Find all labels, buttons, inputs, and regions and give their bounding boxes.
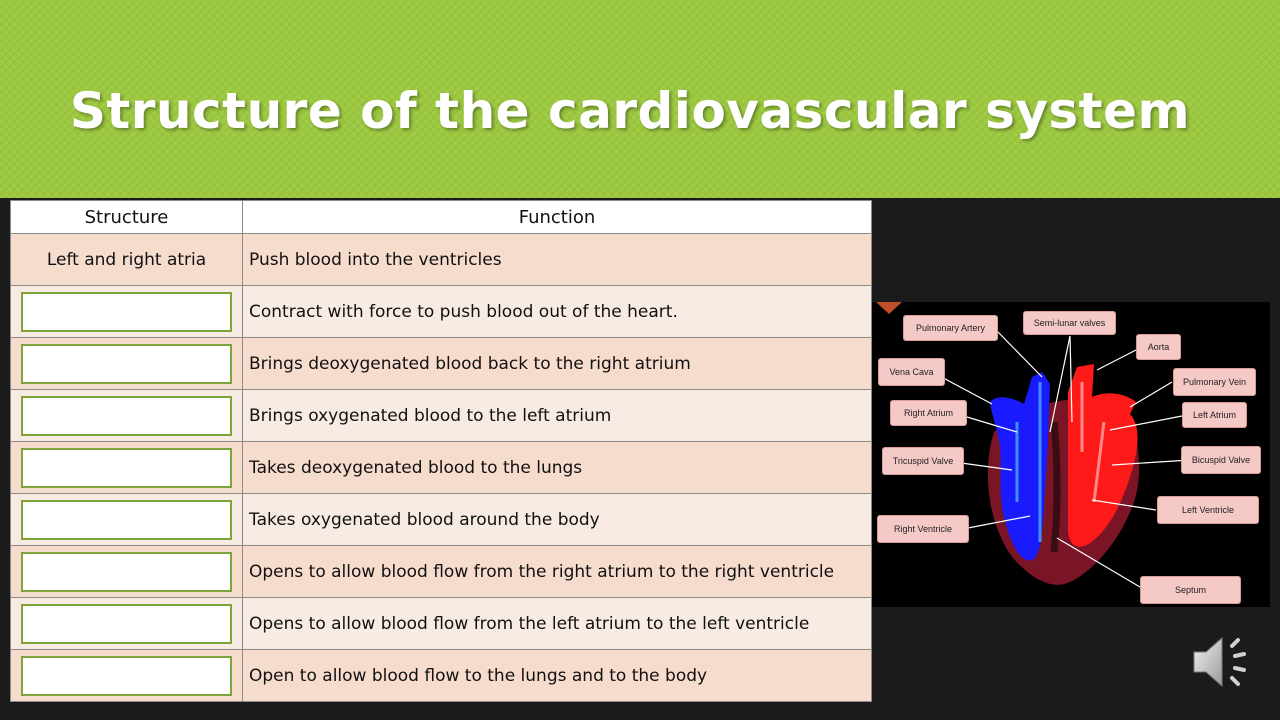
answer-box[interactable] — [21, 499, 232, 540]
table-row: Open to allow blood flow to the lungs an… — [10, 649, 872, 702]
answer-box[interactable] — [21, 447, 232, 488]
left-heart-oxygenated — [1068, 364, 1138, 547]
label-pulmonary-artery: Pulmonary Artery — [903, 315, 998, 341]
function-cell: Push blood into the ventricles — [242, 233, 872, 286]
function-cell: Takes oxygenated blood around the body — [242, 493, 872, 546]
septum-wall — [1050, 421, 1061, 553]
title-banner: Structure of the cardiovascular system — [0, 0, 1280, 198]
label-right-atrium: Right Atrium — [890, 400, 967, 426]
function-cell: Opens to allow blood flow from the left … — [242, 597, 872, 650]
answer-box[interactable] — [21, 655, 232, 696]
heart-illustration — [876, 302, 1191, 588]
label-tricuspid-valve: Tricuspid Valve — [882, 447, 964, 475]
label-pulmonary-vein: Pulmonary Vein — [1173, 368, 1256, 396]
right-heart-deoxygenated — [990, 372, 1050, 561]
slide-title: Structure of the cardiovascular system — [69, 82, 1191, 140]
answer-box[interactable] — [21, 395, 232, 436]
speaker-icon[interactable] — [1190, 632, 1254, 692]
label-aorta: Aorta — [1136, 334, 1181, 360]
table-row: Brings oxygenated blood to the left atri… — [10, 389, 872, 442]
table-row: Contract with force to push blood out of… — [10, 285, 872, 338]
table-row: Opens to allow blood flow from the right… — [10, 545, 872, 598]
function-cell: Brings oxygenated blood to the left atri… — [242, 389, 872, 442]
answer-box[interactable] — [21, 551, 232, 592]
header-function: Function — [242, 200, 872, 234]
function-cell: Brings deoxygenated blood back to the ri… — [242, 337, 872, 390]
label-right-ventricle: Right Ventricle — [877, 515, 969, 543]
corner-marker — [876, 302, 902, 314]
structure-function-table: Structure Function Left and right atria … — [10, 200, 872, 712]
label-semilunar-valves: Semi-lunar valves — [1023, 311, 1116, 335]
function-cell: Opens to allow blood flow from the right… — [242, 545, 872, 598]
heart-diagram: Pulmonary Artery Semi-lunar valves Aorta… — [872, 302, 1270, 607]
label-bicuspid-valve: Bicuspid Valve — [1181, 446, 1261, 474]
table-row: Opens to allow blood flow from the left … — [10, 597, 872, 650]
table-row: Brings deoxygenated blood back to the ri… — [10, 337, 872, 390]
function-cell: Open to allow blood flow to the lungs an… — [242, 649, 872, 702]
label-septum: Septum — [1140, 576, 1241, 604]
table-row: Left and right atria Push blood into the… — [10, 233, 872, 286]
label-left-ventricle: Left Ventricle — [1157, 496, 1259, 524]
table-row: Takes deoxygenated blood to the lungs — [10, 441, 872, 494]
blood-flow-arrow — [1092, 421, 1106, 503]
function-cell: Takes deoxygenated blood to the lungs — [242, 441, 872, 494]
answer-box[interactable] — [21, 603, 232, 644]
table-row: Takes oxygenated blood around the body — [10, 493, 872, 546]
function-cell: Contract with force to push blood out of… — [242, 285, 872, 338]
structure-cell: Left and right atria — [10, 233, 243, 286]
label-vena-cava: Vena Cava — [878, 358, 945, 386]
answer-box[interactable] — [21, 291, 232, 332]
answer-box[interactable] — [21, 343, 232, 384]
label-left-atrium: Left Atrium — [1182, 402, 1247, 428]
header-structure: Structure — [10, 200, 243, 234]
pointer-lines — [931, 331, 1191, 588]
